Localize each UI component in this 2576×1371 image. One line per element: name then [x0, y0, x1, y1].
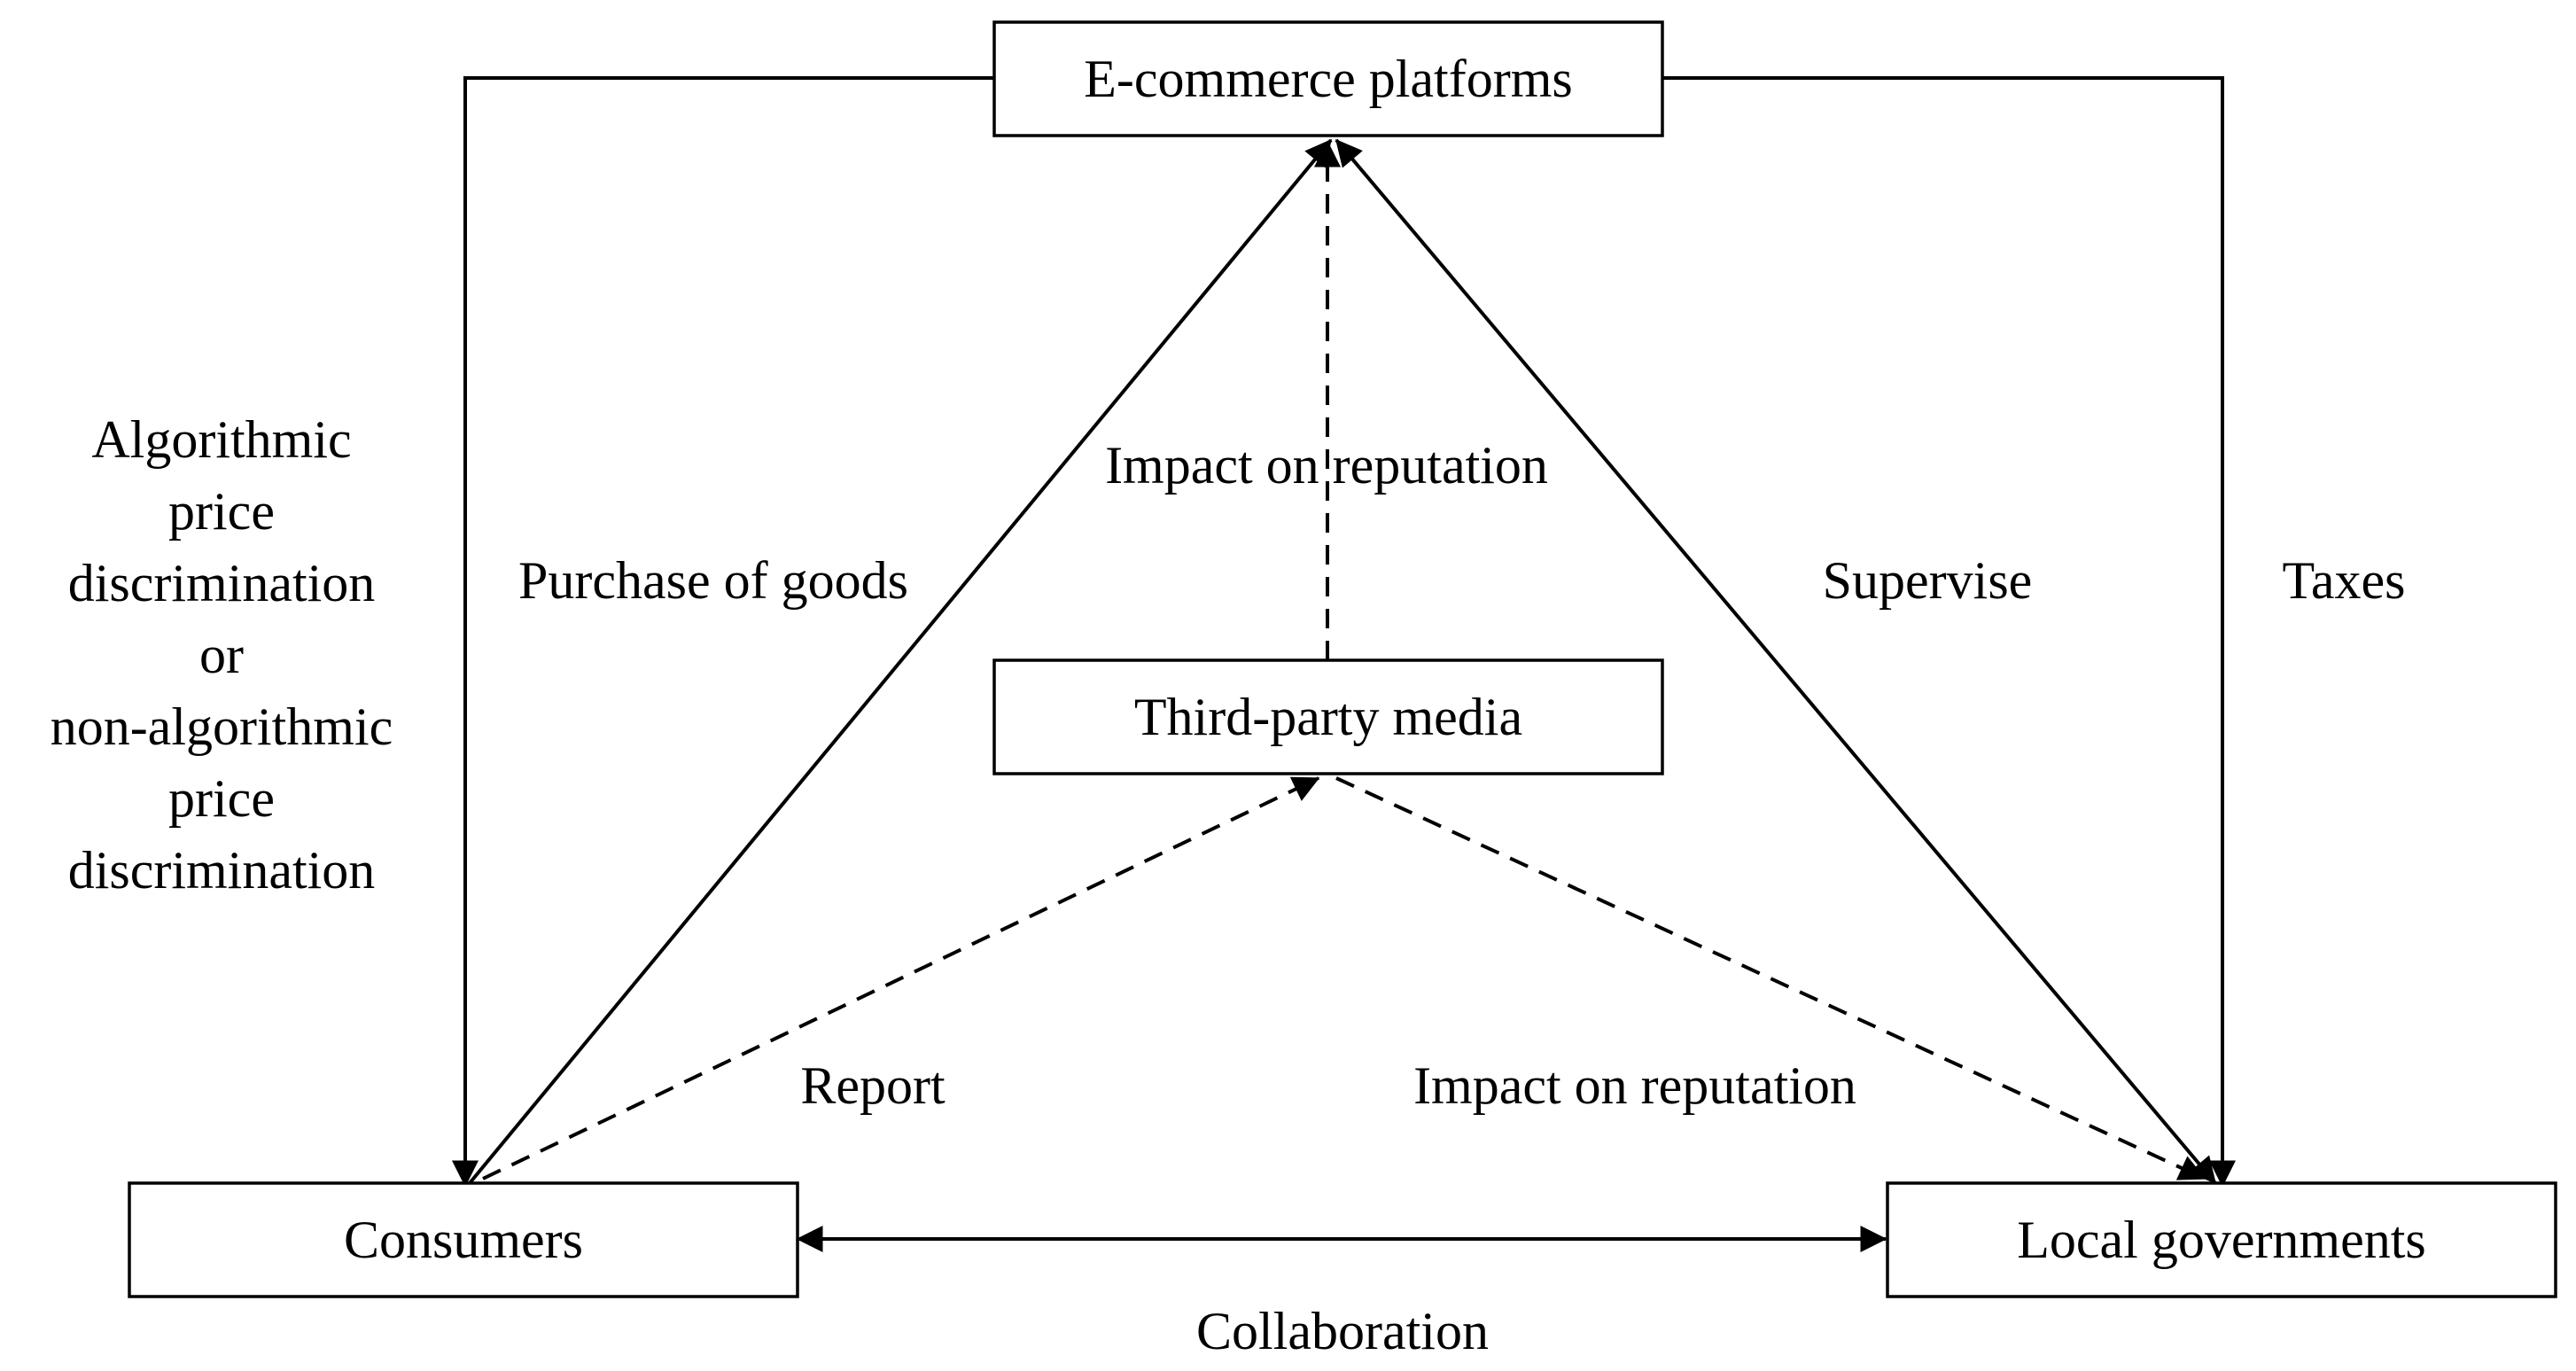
label-price-discrimination: Algorithmic price discrimination or non-…	[51, 410, 393, 900]
edge-government-impact-on-reputation	[1335, 776, 2206, 1180]
node-media-label: Third-party media	[1134, 688, 1522, 746]
label-collaboration: Collaboration	[1196, 1302, 1489, 1360]
node-third-party-media: Third-party media	[992, 658, 1664, 775]
edge-report	[482, 776, 1320, 1180]
edge-purchase-of-goods	[468, 138, 1333, 1185]
node-ecommerce-platforms: E-commerce platforms	[992, 20, 1664, 137]
node-local-governments: Local governments	[1886, 1181, 2557, 1298]
label-price-discrimination-line: discrimination	[68, 554, 376, 612]
label-impact-on-reputation-bottom: Impact on reputation	[1413, 1056, 1856, 1115]
label-report: Report	[800, 1056, 946, 1115]
label-price-discrimination-line: or	[199, 626, 244, 684]
label-purchase-of-goods: Purchase of goods	[518, 551, 908, 610]
label-impact-on-reputation-top: Impact on reputation	[1105, 436, 1548, 495]
label-supervise: Supervise	[1823, 551, 2033, 610]
label-price-discrimination-line: price	[168, 482, 275, 541]
node-ecommerce-label: E-commerce platforms	[1084, 50, 1572, 108]
node-governments-label: Local governments	[2017, 1211, 2426, 1269]
edge-price-discrimination	[452, 76, 994, 1188]
label-price-discrimination-line: discrimination	[68, 841, 376, 900]
label-price-discrimination-line: non-algorithmic	[51, 697, 393, 756]
label-price-discrimination-line: Algorithmic	[91, 410, 351, 469]
node-consumers: Consumers	[128, 1181, 799, 1298]
label-price-discrimination-line: price	[168, 769, 275, 828]
label-taxes: Taxes	[2282, 551, 2405, 610]
edge-taxes	[1662, 76, 2236, 1188]
node-consumers-label: Consumers	[344, 1211, 583, 1269]
edge-supervise	[1335, 138, 2217, 1185]
